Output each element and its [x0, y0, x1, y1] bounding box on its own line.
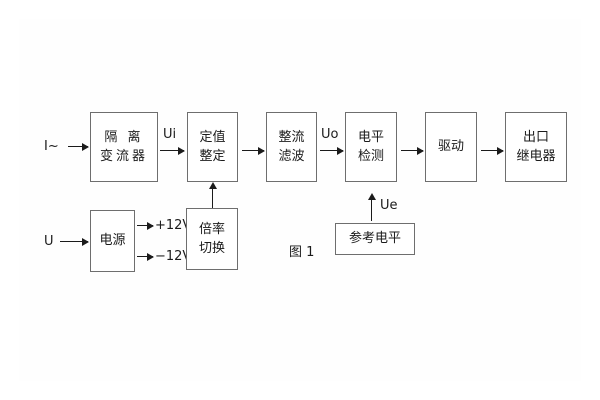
arrow-isolation-ct-to-setting — [160, 146, 185, 155]
block-drive[interactable]: 驱动 — [425, 112, 477, 182]
block-ratio-switch-line-1: 倍率 — [198, 221, 225, 237]
figure-caption: 图 1 — [289, 245, 315, 260]
block-setting-line-1: 定值 — [199, 129, 226, 145]
block-power-supply-line-1: 电源 — [99, 233, 126, 249]
arrow-input-voltage-to-power-supply — [60, 237, 89, 246]
block-output-relay-line-1: 出口 — [522, 129, 549, 145]
arrow-level-detect-to-drive — [401, 146, 424, 155]
block-isolation-ct-line-2: 变流器 — [99, 149, 148, 164]
arrow-rail-negative — [137, 252, 154, 261]
arrow-rectify-filter-to-level-detect — [320, 146, 344, 155]
signal-ue-label: Ue — [380, 198, 398, 213]
block-setting-line-2: 整定 — [199, 149, 226, 164]
block-output-relay-line-2: 继电器 — [516, 149, 556, 164]
arrow-rail-positive — [137, 221, 154, 230]
input-current-label: I~ — [44, 139, 59, 154]
signal-ui-label: Ui — [163, 127, 177, 142]
diagram-panel — [19, 19, 581, 381]
arrow-drive-to-output-relay — [481, 146, 504, 155]
block-power-supply[interactable]: 电源 — [90, 210, 135, 272]
block-rectify-filter-line-2: 滤波 — [278, 149, 305, 164]
block-rectify-filter-line-1: 整流 — [278, 129, 305, 145]
input-voltage-label: U — [44, 234, 54, 249]
block-ratio-switch[interactable]: 倍率 切换 — [186, 208, 238, 270]
block-level-detect-line-2: 检测 — [357, 149, 384, 164]
block-setting[interactable]: 定值 整定 — [187, 112, 238, 182]
block-isolation-ct-line-1: 隔 离 — [104, 129, 144, 145]
block-drive-line-1: 驱动 — [437, 139, 464, 155]
block-isolation-ct[interactable]: 隔 离 变流器 — [90, 112, 158, 182]
arrow-ratio-switch-to-setting — [208, 182, 217, 208]
block-reference-level-line-1: 参考电平 — [348, 231, 401, 247]
block-output-relay[interactable]: 出口 继电器 — [505, 112, 567, 182]
signal-uo-label: Uo — [321, 127, 339, 142]
rail-positive-label: +12V — [155, 218, 192, 233]
block-rectify-filter[interactable]: 整流 滤波 — [266, 112, 317, 182]
arrow-setting-to-rectify-filter — [242, 146, 265, 155]
arrow-input-current-to-isolation-ct — [68, 142, 89, 151]
block-level-detect-line-1: 电平 — [357, 129, 384, 145]
block-ratio-switch-line-2: 切换 — [198, 241, 225, 256]
arrow-reference-level-to-level-detect — [367, 193, 376, 221]
block-level-detect[interactable]: 电平 检测 — [345, 112, 397, 182]
rail-negative-label: −12V — [155, 249, 192, 264]
block-reference-level[interactable]: 参考电平 — [335, 223, 415, 255]
